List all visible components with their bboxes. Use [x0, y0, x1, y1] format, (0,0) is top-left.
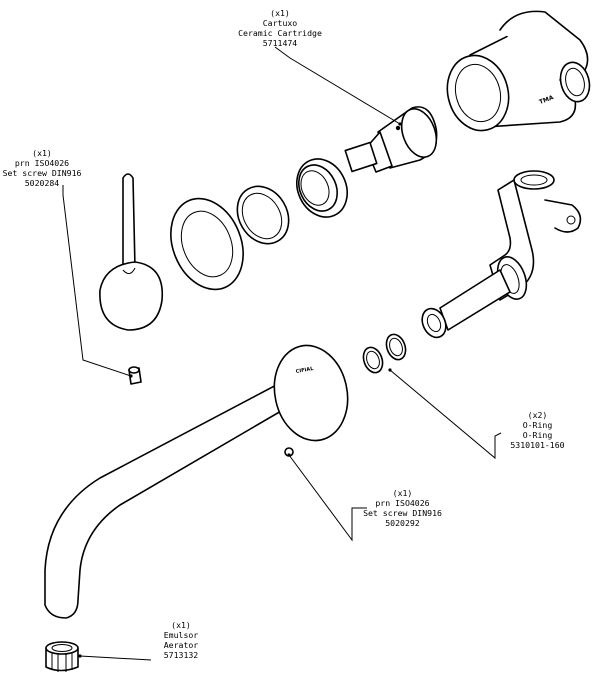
callout-qty: (x1): [270, 8, 290, 18]
set-screw-handle: [128, 366, 142, 385]
cover-plate: [170, 197, 244, 291]
callout-name: O-Ring: [522, 420, 553, 430]
callout-desc: Ceramic Cartridge: [238, 28, 322, 38]
callout-code: 5020292: [385, 518, 420, 528]
callout-name: Emulsor: [163, 630, 199, 640]
body-mark-text: TMA: [538, 94, 555, 106]
callout-qty: (x1): [171, 620, 191, 630]
spout: CIFIAL: [44, 344, 349, 619]
pipe-elbow: [421, 170, 582, 339]
handle-lever: [99, 173, 164, 331]
valve-body: TMA: [446, 10, 591, 132]
callout-qty: (x1): [32, 148, 52, 158]
aerator: [45, 641, 79, 672]
callout-screw-handle: (x1) prn ISO4026 Set screw DIN916 502028…: [2, 148, 82, 188]
callout-aerator: (x1) Emulsor Aerator 5713132: [150, 620, 212, 660]
sleeve-ring: [236, 185, 290, 245]
callout-screw-spout: (x1) prn ISO4026 Set screw DIN916 502029…: [360, 488, 445, 528]
ceramic-cartridge: [344, 106, 438, 173]
leader-lines: [62, 46, 502, 661]
callout-qty: (x2): [527, 410, 548, 420]
callout-qty: (x1): [392, 488, 413, 498]
callout-name: prn ISO4026: [14, 158, 70, 168]
callout-code: 5020284: [24, 178, 60, 188]
callout-desc: Set screw DIN916: [2, 168, 82, 178]
callout-code: 5713132: [163, 650, 199, 660]
retaining-nut: [296, 158, 348, 218]
o-rings: [362, 333, 407, 374]
callout-code: 5711474: [262, 38, 298, 48]
callout-desc: Set screw DIN916: [363, 508, 442, 518]
callout-cartridge: (x1) Cartuxo Ceramic Cartridge 5711474: [230, 8, 330, 48]
callout-name: prn ISO4026: [375, 498, 430, 508]
callout-code: 5310101-160: [510, 440, 565, 450]
callout-o-ring: (x2) O-Ring O-Ring 5310101-160: [495, 410, 580, 450]
callout-name: Cartuxo: [262, 18, 298, 28]
callout-desc: Aerator: [163, 640, 199, 650]
callout-desc: O-Ring: [522, 430, 553, 440]
plate-logo-text: CIFIAL: [295, 366, 314, 375]
